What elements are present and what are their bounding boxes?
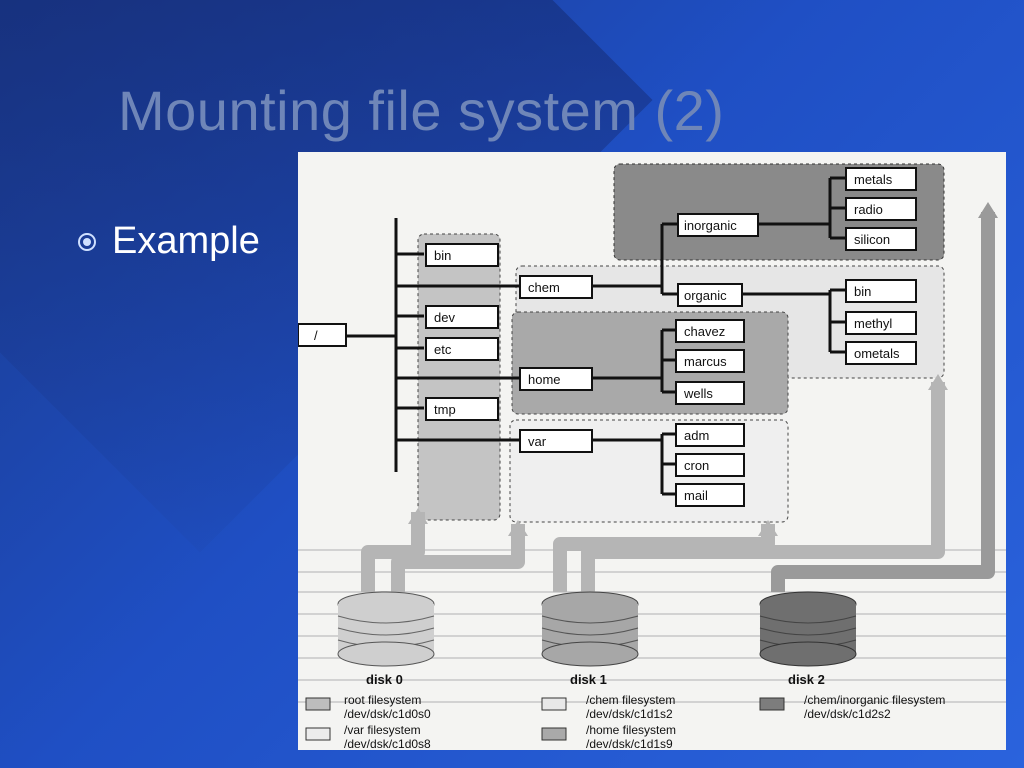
slide-title: Mounting file system (2) [118,79,725,142]
legend-chem-line1: /chem filesystem [586,693,675,707]
node-ometals [845,341,917,365]
label-etc: etc [434,342,452,357]
legend-inorganic-line1: /chem/inorganic filesystem [804,693,945,707]
label-ometals: ometals [854,346,900,361]
node-silicon [845,227,917,251]
node-etc [425,337,499,361]
label-marcus: marcus [684,354,727,369]
label-mail: mail [684,488,708,503]
legend-root-line1: root filesystem [344,693,421,707]
node-var [519,429,593,453]
node-chavez [675,319,745,343]
node-organic-bin [845,279,917,303]
filesystem-figure: / bin dev etc tmp chem inorganic metals … [298,152,1006,750]
node-bin [425,243,499,267]
label-chavez: chavez [684,324,725,339]
legend-root-line2: /dev/dsk/c1d0s0 [344,707,431,721]
node-root [298,323,347,347]
legend-home-line1: /home filesystem [586,723,676,737]
label-inorganic: inorganic [684,218,737,233]
legend-var-swatch [305,727,331,741]
node-chem [519,275,593,299]
disk-1-icon [541,591,639,667]
legend-home-line2: /dev/dsk/c1d1s9 [586,737,673,750]
node-cron [675,453,745,477]
node-methyl [845,311,917,335]
node-organic [677,283,743,307]
disk-0-label: disk 0 [366,672,403,687]
filesystem-diagram: / bin dev etc tmp chem inorganic metals … [298,163,1006,750]
disk0-root-arrow [361,512,425,592]
node-mail [675,483,745,507]
node-tmp [425,397,499,421]
label-var: var [528,434,547,449]
disk-2-icon [759,591,857,667]
bullet-text: Example [112,220,260,262]
label-bin: bin [434,248,451,263]
legend-var-line2: /dev/dsk/c1d0s8 [344,737,431,750]
node-marcus [675,349,745,373]
label-home: home [528,372,561,387]
node-radio [845,197,917,221]
legend-inorganic-swatch [759,697,785,711]
node-metals [845,167,917,191]
node-adm [675,423,745,447]
node-inorganic [677,213,759,237]
label-organic-bin: bin [854,284,871,299]
node-dev [425,305,499,329]
label-adm: adm [684,428,709,443]
label-tmp: tmp [434,402,456,417]
legend-inorganic-line2: /dev/dsk/c1d2s2 [804,707,891,721]
disk-1-label: disk 1 [570,672,607,687]
disk-0-icon [337,591,435,667]
node-home [519,367,593,391]
home-fs-region [511,311,789,415]
legend-root-swatch [305,697,331,711]
legend-chem-swatch [541,697,567,711]
label-radio: radio [854,202,883,217]
label-cron: cron [684,458,709,473]
label-organic: organic [684,288,727,303]
label-metals: metals [854,172,893,187]
label-silicon: silicon [854,232,890,247]
label-chem: chem [528,280,560,295]
label-root: / [314,328,318,343]
label-dev: dev [434,310,455,325]
label-methyl: methyl [854,316,892,331]
disk-2-label: disk 2 [788,672,825,687]
legend-var-line1: /var filesystem [344,723,421,737]
bullet-item: Example [78,220,260,263]
label-wells: wells [683,386,713,401]
legend-home-swatch [541,727,567,741]
node-wells [675,381,745,405]
bullet-circle-icon [78,232,96,251]
legend-chem-line2: /dev/dsk/c1d1s2 [586,707,673,721]
